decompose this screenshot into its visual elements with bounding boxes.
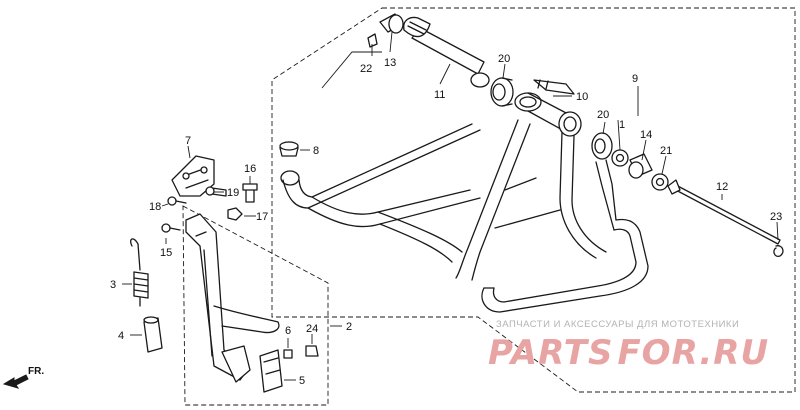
label-part-6: 6 [285,325,291,337]
part-20-bearing-lower [591,132,613,160]
label-part-11: 11 [434,89,445,101]
part-6-bolt [283,349,293,359]
part-17-nut [227,207,243,221]
part-21-washer [651,173,669,191]
part-18-bolt [167,196,187,206]
label-part-15: 15 [160,247,172,259]
part-8-rubber-cap [279,141,299,157]
label-part-2: 2 [346,321,352,333]
watermark-brand-part2: FOR.RU [617,333,769,373]
label-part-21: 21 [660,145,672,157]
part-15-bolt [161,223,181,233]
part-4-rubber-sleeve [143,316,163,353]
part-3-spring [130,238,149,307]
label-part-14: 14 [640,129,652,141]
label-part-3: 3 [110,279,116,291]
part-10-sleeve [533,79,575,95]
group-outline-main-stand [271,7,796,393]
part-labels: 1 2 3 4 5 6 7 8 9 10 11 12 13 14 15 16 1… [110,53,782,387]
label-part-4: 4 [118,330,124,342]
part-7-bracket [171,155,215,197]
part-22-pin [367,33,378,48]
label-part-8: 8 [313,145,319,157]
label-part-10: 10 [576,91,588,103]
part-20-bearing-upper [490,77,514,107]
watermark: ЗАПЧАСТИ И АКСЕССУАРЫ ДЛЯ МОТОТЕХНИКИ PA… [488,319,769,373]
part-1-washer [611,149,629,167]
label-part-18: 18 [149,201,161,213]
part-14-collar [628,153,653,179]
label-part-13: 13 [384,57,396,69]
main-stand-frame [280,92,649,313]
leader-lines [122,31,779,381]
label-part-20-upper: 20 [498,53,510,65]
part-5-rubber-pad [259,349,283,393]
label-part-20-lower: 20 [597,109,609,121]
part-13-cap [379,13,404,34]
direction-label: FR. [28,366,44,377]
label-part-7: 7 [185,135,191,147]
part-11-pivot-shaft [403,16,490,88]
label-part-19: 19 [227,187,239,199]
side-stand-arm [185,213,280,383]
front-direction-indicator: FR. [2,366,44,389]
label-part-1: 1 [619,119,625,131]
label-part-24: 24 [306,323,318,335]
part-24-bolt [305,345,319,357]
part-12-shaft-bolt [667,179,781,245]
label-part-23: 23 [770,211,782,223]
label-part-9: 9 [632,73,638,85]
label-part-5: 5 [299,375,305,387]
label-part-12: 12 [716,181,728,193]
label-part-16: 16 [244,163,256,175]
label-part-17: 17 [256,211,268,223]
part-19-bolt [205,186,227,197]
label-part-22: 22 [360,63,372,75]
watermark-brand-part1: PARTS [488,333,613,373]
part-16-bolt [242,183,258,203]
watermark-subtitle: ЗАПЧАСТИ И АКСЕССУАРЫ ДЛЯ МОТОТЕХНИКИ [496,319,739,330]
part-23-clip [773,245,784,257]
